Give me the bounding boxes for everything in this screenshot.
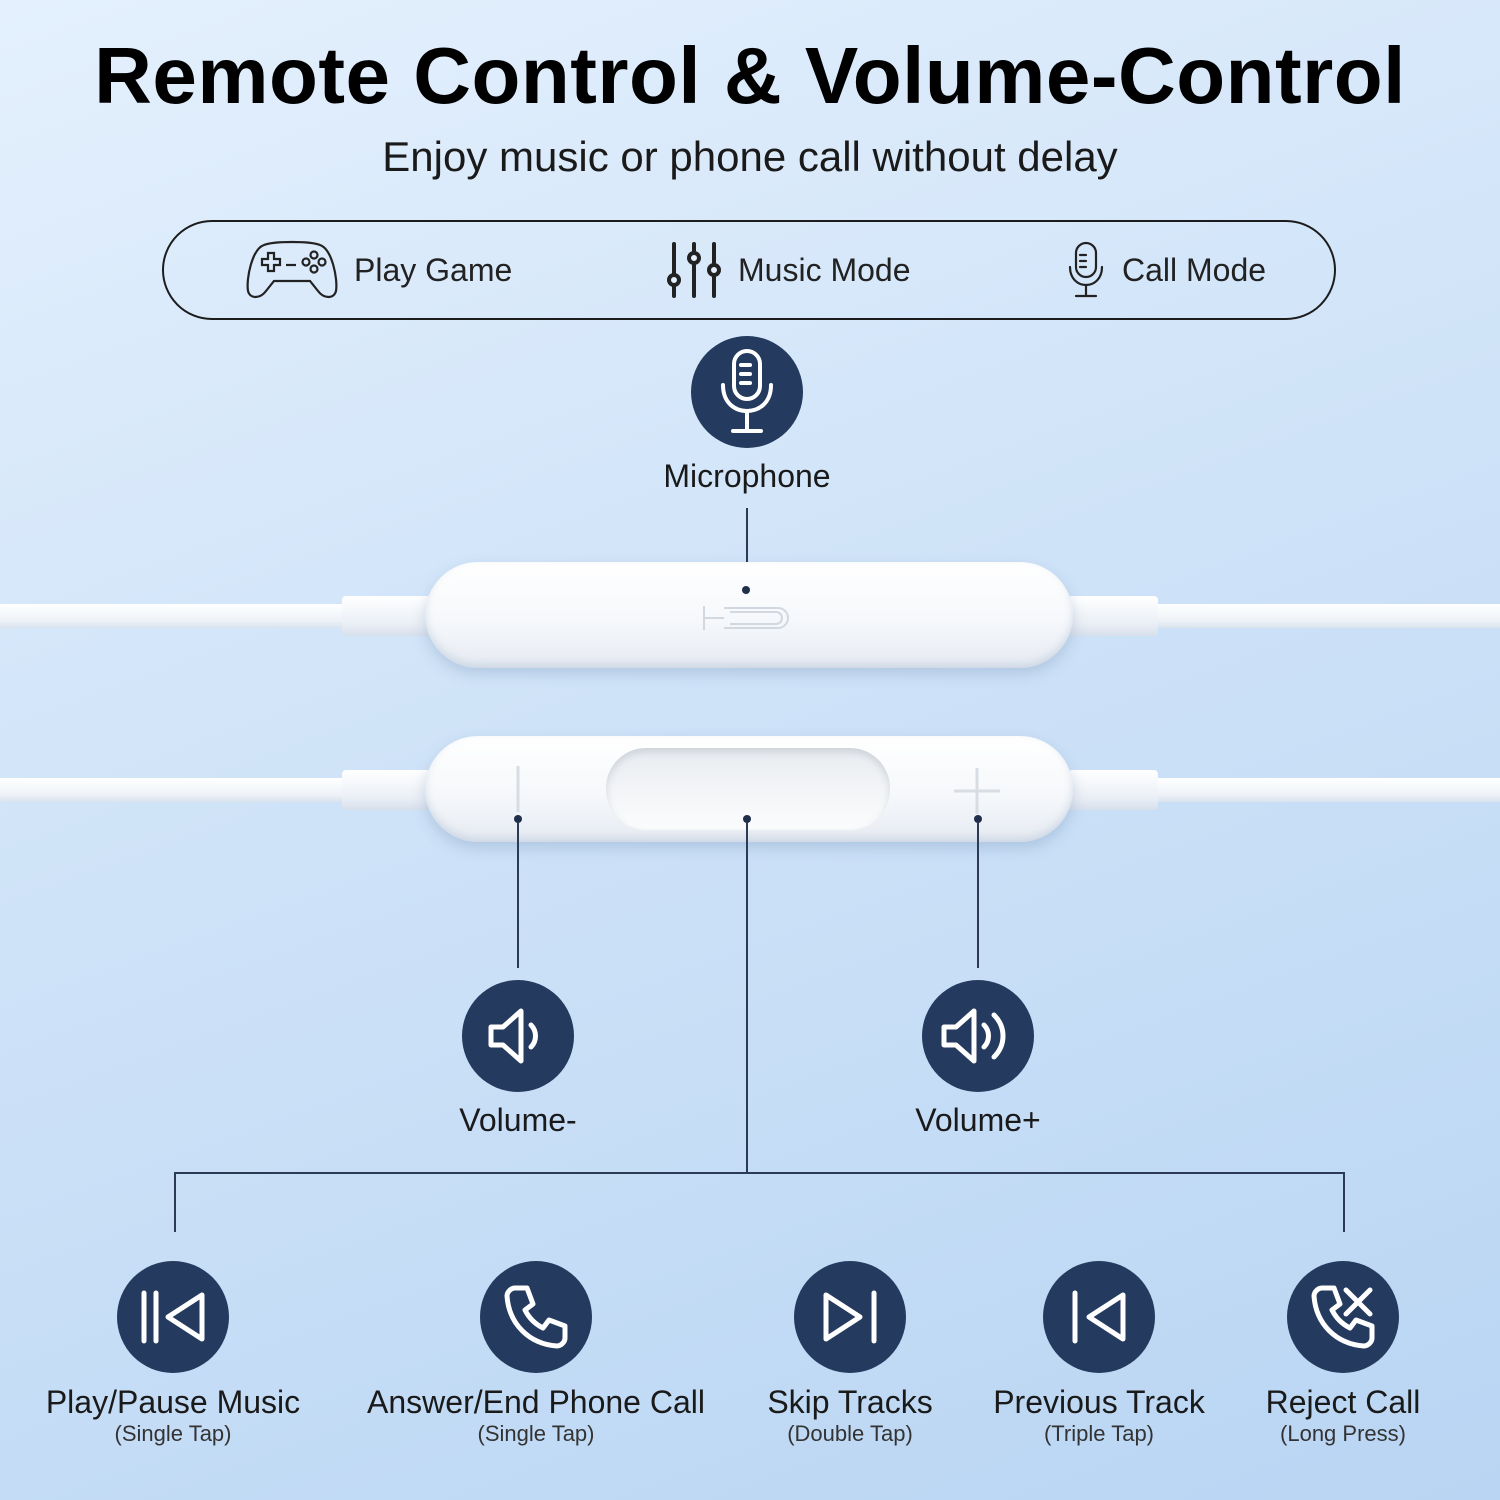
mic-hole-icon <box>703 606 789 630</box>
microphone-badge <box>691 336 803 448</box>
reject-call-label: Reject Call <box>1265 1384 1421 1420</box>
microphone-label: Microphone <box>663 458 831 494</box>
microphone-icon <box>1068 241 1104 298</box>
volume-up-point <box>974 815 982 823</box>
cable <box>0 604 345 628</box>
connector-line <box>746 508 748 590</box>
answer-call-label: Answer/End Phone Call <box>367 1384 705 1420</box>
microphone-pod <box>425 562 1073 668</box>
mode-label: Play Game <box>354 251 513 288</box>
reject-call-badge <box>1287 1261 1399 1373</box>
reject-call-sublabel: (Long Press) <box>1280 1421 1406 1446</box>
reject-call-icon <box>1311 1285 1375 1349</box>
volume-up-badge <box>922 980 1034 1092</box>
skip-back-icon <box>1072 1290 1126 1344</box>
answer-call-sublabel: (Single Tap) <box>477 1421 595 1446</box>
mode-call: Call Mode <box>1064 222 1266 318</box>
cable-sleeve <box>1068 770 1158 810</box>
page-title: Remote Control & Volume-Control <box>94 31 1406 120</box>
previous-track-label: Previous Track <box>993 1384 1205 1420</box>
cable <box>1155 604 1500 628</box>
volume-up-label: Volume+ <box>915 1102 1041 1138</box>
play-pause-icon <box>141 1290 205 1344</box>
answer-call-badge <box>480 1261 592 1373</box>
microphone-point <box>742 586 750 594</box>
connector-line <box>174 1172 1344 1174</box>
mode-label: Music Mode <box>738 251 911 288</box>
connector-line <box>746 822 748 1174</box>
connector-line <box>1343 1172 1345 1232</box>
skip-tracks-badge <box>794 1261 906 1373</box>
speaker-high-icon <box>941 1008 1006 1064</box>
connector-line <box>517 822 519 968</box>
speaker-low-icon <box>488 1008 538 1064</box>
page-subtitle: Enjoy music or phone call without delay <box>382 133 1118 180</box>
modes-bar: Play Game Music Mode Call Mode <box>162 220 1336 320</box>
mode-music: Music Mode <box>664 222 911 318</box>
cable <box>1155 778 1500 802</box>
gamepad-icon <box>246 240 338 299</box>
cable-sleeve <box>342 770 432 810</box>
play-pause-label: Play/Pause Music <box>45 1384 301 1420</box>
mode-label: Call Mode <box>1122 251 1267 288</box>
phone-icon <box>504 1285 568 1349</box>
mode-play-game: Play Game <box>244 222 512 318</box>
skip-forward-icon <box>823 1290 877 1344</box>
previous-track-sublabel: (Triple Tap) <box>1043 1421 1155 1446</box>
skip-tracks-sublabel: (Double Tap) <box>787 1421 913 1446</box>
minus-mark-icon <box>516 766 520 812</box>
cable-sleeve <box>1068 596 1158 636</box>
connector-line <box>977 822 979 968</box>
volume-down-point <box>514 815 522 823</box>
cable <box>0 778 345 802</box>
connector-line <box>174 1172 176 1232</box>
center-button-point <box>743 815 751 823</box>
volume-down-label: Volume- <box>459 1102 577 1138</box>
equalizer-icon <box>667 242 721 298</box>
play-pause-badge <box>117 1261 229 1373</box>
volume-down-badge <box>462 980 574 1092</box>
cable-sleeve <box>342 596 432 636</box>
plus-mark-icon <box>954 768 1000 814</box>
microphone-icon <box>721 349 773 433</box>
play-pause-sublabel: (Single Tap) <box>114 1421 232 1446</box>
skip-tracks-label: Skip Tracks <box>767 1384 933 1420</box>
previous-track-badge <box>1043 1261 1155 1373</box>
